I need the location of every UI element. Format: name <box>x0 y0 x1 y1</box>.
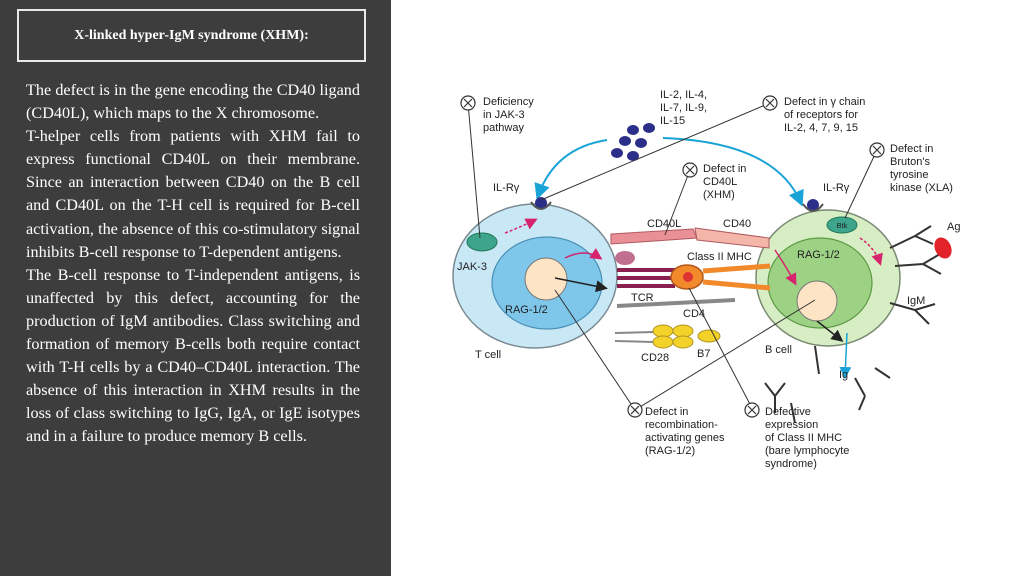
cd4-molecule <box>616 298 736 308</box>
label-jak3: JAK-3 <box>457 261 487 273</box>
paragraph-3: The B-cell response to T-independent ant… <box>26 265 360 446</box>
cytokine-arrow-right <box>662 137 804 207</box>
ig-secretion-arrow <box>839 332 852 379</box>
jak3-protein <box>466 232 498 252</box>
defect-pointers <box>467 102 878 411</box>
label-rag-left: RAG-1/2 <box>505 304 548 316</box>
label-t-cell: T cell <box>475 349 501 361</box>
tcr-molecule <box>617 268 675 288</box>
label-tcr: TCR <box>631 292 654 304</box>
t-cell-nucleolus <box>524 257 568 301</box>
label-cd28: CD28 <box>641 352 669 364</box>
label-igm: IgM <box>907 295 925 307</box>
peptide <box>683 272 693 282</box>
b-cell-signal-arrow <box>816 320 844 342</box>
label-il-r-left: IL-Rγ <box>493 182 520 194</box>
immunodeficiency-diagram: Btk <box>452 89 960 470</box>
cytokine-arrow-left <box>534 139 608 200</box>
cd40-molecule <box>694 227 770 249</box>
paragraph-1: The defect is in the gene encoding the C… <box>26 81 360 123</box>
paragraph-2: T-helper cells from patients with XHM fa… <box>26 127 360 261</box>
jak3-signal-arrow <box>504 218 538 234</box>
label-ig: Ig <box>839 369 848 381</box>
btk-protein <box>826 216 858 234</box>
slide-title-box: X-linked hyper-IgM syndrome (XHM): <box>17 9 366 62</box>
label-cytokines: IL-2, IL-4,IL-7, IL-9,IL-15 <box>660 89 707 127</box>
t-cell-signal-arrow <box>554 277 608 293</box>
label-il-r-right: IL-Rγ <box>823 182 850 194</box>
defect-x-marks <box>463 98 882 415</box>
b7-cd28 <box>652 324 721 349</box>
label-cd40: CD40 <box>723 218 751 230</box>
slide-body: The defect is in the gene encoding the C… <box>26 79 360 449</box>
label-b7: B7 <box>697 348 710 360</box>
cd40l-molecule <box>610 228 698 245</box>
il-receptor-left-cup <box>530 201 552 210</box>
b-cell-nucleolus <box>796 280 838 322</box>
text-panel: X-linked hyper-IgM syndrome (XHM): The d… <box>0 0 391 576</box>
btk-label: Btk <box>837 221 848 230</box>
cd28-stalk <box>614 331 654 343</box>
mhc-stalk <box>702 263 771 291</box>
il-receptor-right-cup <box>802 203 824 212</box>
label-ag: Ag <box>947 221 960 233</box>
blob-purple <box>615 251 635 265</box>
slide-title: X-linked hyper-IgM syndrome (XHM): <box>74 27 309 43</box>
t-cell-pink-arrow <box>564 248 603 260</box>
il-receptor-right <box>807 199 819 211</box>
label-b-cell: B cell <box>765 344 792 356</box>
cd40-signal-arrow <box>774 249 797 286</box>
label-cd4: CD4 <box>683 308 705 320</box>
igm-receptors <box>814 225 942 375</box>
antigen <box>934 237 952 259</box>
btk-signal-arrow <box>859 237 883 266</box>
label-cd40l: CD40L <box>647 218 681 230</box>
cytokines <box>611 123 655 161</box>
il-receptor-left <box>535 197 547 209</box>
label-rag-right: RAG-1/2 <box>797 249 840 261</box>
label-class-ii-mhc: Class II MHC <box>687 251 752 263</box>
ig-antibodies <box>764 367 891 424</box>
